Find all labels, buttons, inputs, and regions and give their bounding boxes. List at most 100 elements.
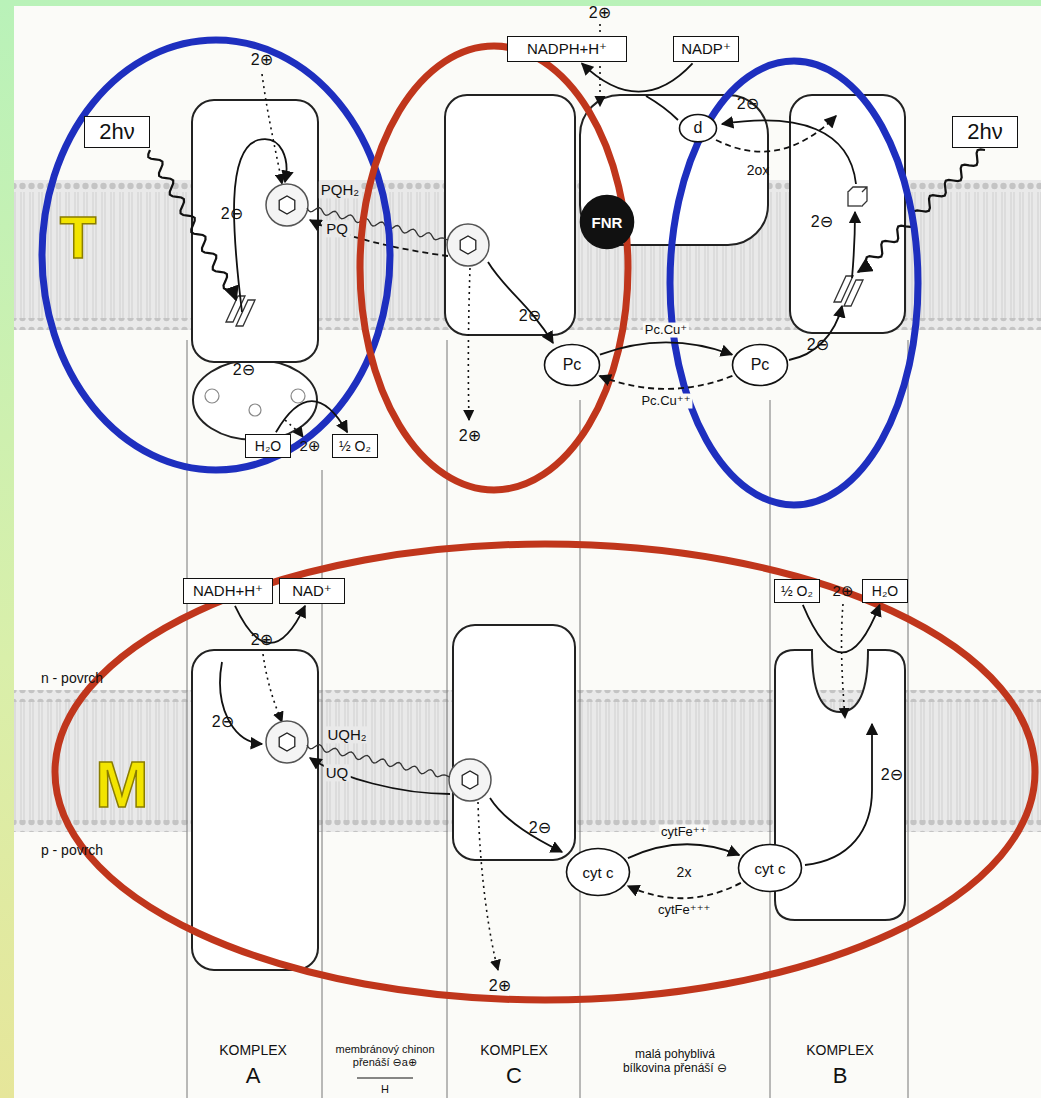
reaction-arrow [276,401,347,432]
proton-label: 2⊕ [459,427,481,445]
column-label: KOMPLEX [219,1042,287,1058]
side-label: n - povrch [41,670,103,686]
frame-ground [14,6,1041,1098]
region-letter: T [60,208,97,268]
node-text: Pc [563,356,582,374]
electron-arrow [488,262,553,343]
edge-label: Pc.Cu⁺⁺ [639,393,692,408]
quinone-label: UQ [324,764,351,781]
node-text: 2hν [967,119,1002,145]
column-letter: A [246,1063,261,1088]
column-line [187,340,188,1098]
electron-arrow [220,96,872,865]
column-line [447,340,448,1098]
node-text: ½ O₂ [781,583,813,599]
pigment-symbol [226,187,867,326]
column-label: KOMPLEX [480,1042,548,1058]
electron-arrow [789,306,842,360]
carrier-circle: cyt c [737,843,803,893]
protein-complex [192,95,905,970]
carrier-circle: Pc [731,343,789,387]
region-ellipse [670,61,918,505]
node-text: H₂O [255,438,281,454]
ferredoxin-oval: d [678,113,718,143]
protein-complex [192,650,318,970]
quinone-site [447,224,489,266]
column-line [770,400,771,1098]
proton-label: 2⊕ [251,631,273,649]
region-ellipse [55,544,1035,1000]
node-outline-shape [733,345,788,386]
node-text: d [694,119,703,137]
frame-ground [14,6,1041,1098]
quinone-ring [279,733,295,751]
node-text: cyt c [755,860,786,877]
node-text: NADP⁺ [681,40,731,58]
carrier-circle: cyt c [565,847,631,897]
electron-arrow [220,662,262,744]
column-letter: B [833,1063,848,1088]
reaction-arrow [582,63,693,91]
quinone-tail [307,208,448,240]
electron-label: 2⊖ [212,713,234,731]
reaction-arrow [628,844,739,858]
column-line [908,340,909,1098]
node-text: NAD⁺ [292,582,332,600]
proton-label: 2⊕ [300,437,321,454]
electron-label: 2⊖ [519,307,541,325]
proton-label: 2⊕ [589,4,611,22]
electron-label: 2⊖ [233,361,255,379]
column-line [187,340,908,1098]
electron-label: 2⊖ [881,766,903,784]
enzyme-circle: FNR [579,194,635,250]
substrate-box: NADH+H⁺ [183,578,273,604]
node-text: NADH+H⁺ [193,582,263,600]
product-box: H₂O [862,579,908,603]
quinone-site [449,759,491,801]
edge-label: cytFe⁺⁺⁺ [656,903,712,918]
electron-label: 2⊖ [811,213,833,231]
proton-arrow [262,74,282,184]
protein-complex [453,625,575,860]
node-text: H₂O [872,583,898,599]
protein-complex [249,404,261,416]
column-line [322,470,323,1098]
reaction-arrow [628,883,741,898]
electron-label: 2⊖ [529,819,551,837]
product-box: ½ O₂ [332,434,378,458]
oxidation-label: 2ox [747,162,770,178]
protein-complex [445,95,575,335]
electron-arrow [310,220,448,256]
input-box: 2hν [952,116,1018,148]
electron-arrow [646,96,678,120]
edge-label: cytFe⁺⁺ [659,825,709,840]
protein-complex [192,100,318,362]
node-text: 2hν [99,119,134,145]
node-text: Pc [751,356,770,374]
substrate-box: NADP⁺ [673,36,739,62]
reaction-arrow [600,342,732,354]
electron-label: 2⊖ [221,205,243,223]
proton-label: 2⊕ [833,582,854,599]
quinone-site [266,184,308,226]
pigment-symbol [844,280,863,306]
electron-arrow [805,724,872,865]
quinone-ring [462,771,478,789]
protein-complex [205,389,219,403]
light-ray [858,149,985,272]
protein-complex [193,360,317,440]
stoichiometry-label: 2x [677,864,692,880]
electron-label: 2⊖ [807,336,829,354]
pigment-symbol [848,187,867,206]
edge-label: Pc.Cu⁺ [643,323,689,338]
light-ray [148,150,236,300]
column-note: malá pohyblivá bílkovina přenáší ⊖ [610,1048,740,1076]
column-label: KOMPLEX [806,1042,874,1058]
node-text: ½ O₂ [339,438,371,454]
node-text: cyt c [583,864,614,881]
proton-label: 2⊕ [489,977,511,995]
quinone-label: PQ [324,220,350,237]
